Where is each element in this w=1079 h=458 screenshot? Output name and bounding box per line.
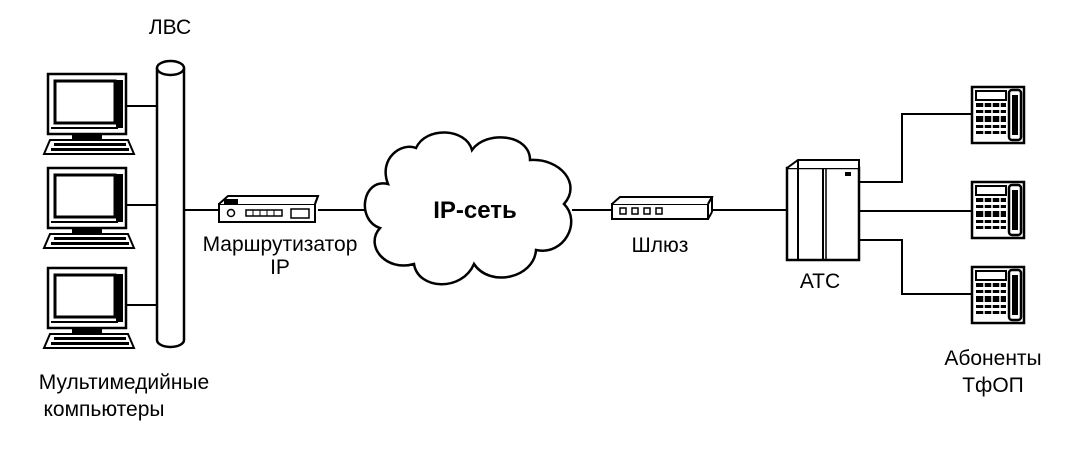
subscribers-label-line2: ТфОП [962,374,1024,397]
pbx-phone-links [859,113,972,295]
computer-icon [42,266,136,350]
lan-label: ЛВС [148,16,192,39]
telephone-icon [970,265,1026,325]
subscribers-label-line1: Абоненты [944,347,1042,370]
pbx-icon [785,159,861,262]
gateway-icon [611,196,714,220]
router-icon [218,195,320,223]
computers-label-line1: Мультимедийные [38,371,210,394]
telephone-icon [970,180,1026,240]
cloud-icon [363,131,573,286]
lan-bus [155,59,186,349]
pbx-label: АТС [799,270,841,293]
computer-links [126,105,157,306]
gateway-label: Шлюз [631,234,689,257]
computer-icon [42,72,136,156]
network-label: IP-сеть [433,197,517,224]
computers-label-line2: компьютеры [43,398,165,421]
router-label-line1: Маршрутизатор [202,233,358,256]
computer-icon [42,166,136,250]
router-label-line2: IP [270,256,290,279]
telephone-icon [970,85,1026,145]
